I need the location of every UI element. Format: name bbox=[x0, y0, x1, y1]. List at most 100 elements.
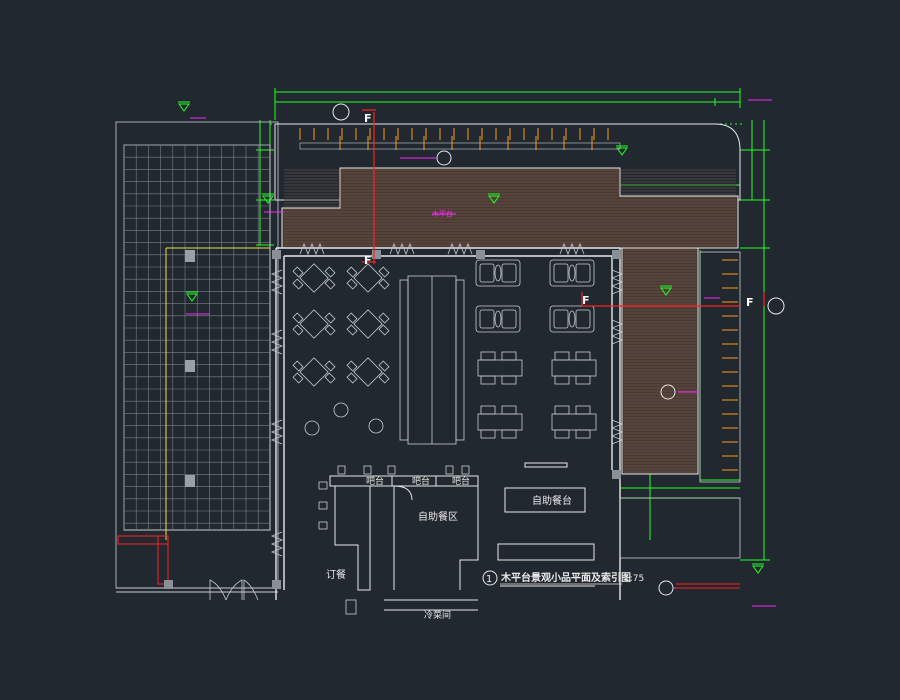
truss-railings bbox=[270, 242, 624, 557]
dining-chair bbox=[346, 266, 358, 278]
dining-chair bbox=[346, 278, 358, 290]
sofa-table bbox=[568, 264, 576, 282]
dining-furniture bbox=[292, 259, 597, 439]
truss bbox=[610, 269, 624, 295]
four-seat-table bbox=[477, 413, 523, 431]
chair bbox=[480, 429, 496, 439]
chair bbox=[480, 351, 496, 361]
bar-stools bbox=[318, 465, 470, 615]
dining-chair bbox=[324, 360, 336, 372]
right-wood-deck bbox=[621, 247, 741, 483]
truss bbox=[389, 242, 415, 256]
dining-chair bbox=[378, 360, 390, 372]
section-cut-lines bbox=[362, 109, 765, 307]
section-letter-top: F bbox=[364, 112, 372, 125]
elevation-triangle bbox=[186, 293, 198, 302]
truss bbox=[559, 242, 585, 256]
sofa-set bbox=[475, 305, 521, 333]
dining-chair bbox=[324, 312, 336, 324]
sofa-seat bbox=[501, 263, 517, 283]
truss bbox=[270, 329, 284, 355]
label-bar-2: 吧台 bbox=[412, 475, 430, 487]
four-seat-table bbox=[477, 359, 523, 377]
dining-table bbox=[299, 263, 329, 293]
label-bar-1: 吧台 bbox=[366, 475, 384, 487]
chair bbox=[554, 405, 570, 415]
dining-chair bbox=[292, 360, 304, 372]
truss bbox=[447, 242, 473, 256]
elevation-markers bbox=[178, 101, 764, 574]
chair bbox=[501, 351, 517, 361]
dining-chair bbox=[324, 278, 336, 290]
truss bbox=[270, 531, 284, 557]
chair bbox=[554, 351, 570, 361]
left-dimension-lines bbox=[256, 120, 274, 246]
index-symbols bbox=[332, 103, 785, 596]
chair bbox=[575, 375, 591, 385]
dining-table bbox=[353, 309, 383, 339]
truss bbox=[270, 419, 284, 445]
dining-chair bbox=[292, 372, 304, 384]
label-self-service-area: 自助餐区 bbox=[418, 510, 458, 523]
elevation-triangle bbox=[488, 195, 500, 204]
elevation-triangle bbox=[616, 147, 628, 156]
banquet-tables bbox=[399, 275, 465, 445]
dining-chair bbox=[292, 324, 304, 336]
dining-chair bbox=[346, 372, 358, 384]
section-letter-mid: F bbox=[364, 254, 372, 267]
dining-chair bbox=[378, 324, 390, 336]
dining-chair bbox=[324, 372, 336, 384]
elevation-triangle bbox=[752, 565, 764, 574]
drawing-title-block: 1 木平台景观小品平面及索引图 1:75 bbox=[482, 570, 644, 586]
sofa-seat bbox=[553, 263, 569, 283]
sofa-seat bbox=[575, 309, 591, 329]
elevation-triangle bbox=[178, 103, 190, 112]
truss bbox=[610, 419, 624, 445]
dining-chair bbox=[292, 266, 304, 278]
chair bbox=[480, 375, 496, 385]
label-bar-3: 吧台 bbox=[452, 475, 470, 487]
dining-chair bbox=[346, 324, 358, 336]
round-stools bbox=[304, 402, 384, 436]
chair bbox=[501, 405, 517, 415]
elevation-triangle bbox=[262, 195, 274, 204]
chair bbox=[575, 429, 591, 439]
chair bbox=[501, 429, 517, 439]
truss bbox=[299, 242, 325, 256]
section-letter-right: F bbox=[746, 296, 754, 309]
chair bbox=[554, 429, 570, 439]
drawing-scale: 1:75 bbox=[624, 574, 644, 584]
four-seat-table bbox=[551, 359, 597, 377]
drawing-title: 木平台景观小品平面及索引图 bbox=[500, 571, 631, 584]
label-self-service-counter: 自助餐台 bbox=[532, 494, 572, 507]
bottom-red-lines bbox=[676, 583, 740, 589]
top-dimension-lines bbox=[270, 88, 745, 125]
sofa-set bbox=[475, 259, 521, 287]
sofa-seat bbox=[553, 309, 569, 329]
sofa-seat bbox=[501, 309, 517, 329]
dining-chair bbox=[324, 324, 336, 336]
dining-table bbox=[299, 309, 329, 339]
four-seat-table bbox=[551, 413, 597, 431]
sofa-seat bbox=[575, 263, 591, 283]
dining-chair bbox=[292, 312, 304, 324]
sofa-seat bbox=[479, 263, 495, 283]
dining-chair bbox=[346, 312, 358, 324]
chair bbox=[501, 375, 517, 385]
label-kitchen: 冷菜间 bbox=[424, 609, 451, 621]
service-area bbox=[329, 462, 595, 611]
truss bbox=[610, 319, 624, 345]
dining-chair bbox=[346, 360, 358, 372]
elevation-triangle bbox=[660, 287, 672, 296]
label-front-desk: 订餐 bbox=[326, 568, 346, 581]
columns bbox=[164, 250, 621, 589]
dining-chair bbox=[378, 266, 390, 278]
chair bbox=[554, 375, 570, 385]
left-paved-terrace bbox=[115, 121, 279, 593]
sofa-seat bbox=[479, 309, 495, 329]
dining-chair bbox=[292, 278, 304, 290]
truss bbox=[270, 269, 284, 295]
sofa-table bbox=[494, 310, 502, 328]
upper-wood-deck bbox=[281, 167, 739, 249]
